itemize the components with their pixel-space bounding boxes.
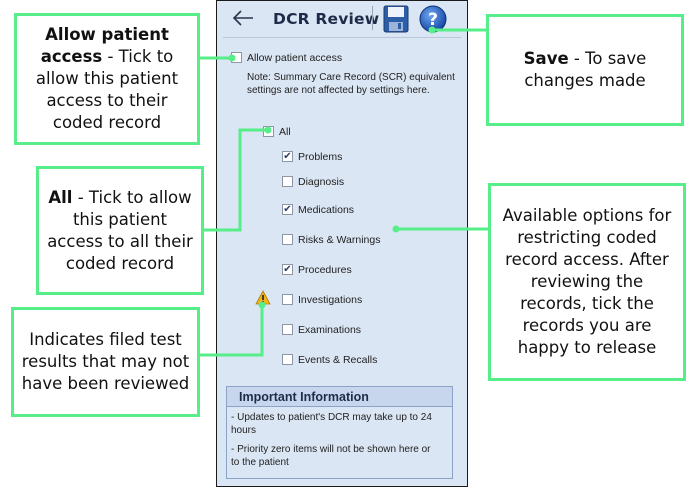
callout-all-bold: All bbox=[48, 187, 73, 207]
callout-available-options: Available options for restricting coded … bbox=[488, 183, 686, 381]
allow-patient-access-label: Allow patient access bbox=[247, 52, 343, 64]
callout-allow-patient-access: Allow patient access - Tick to allow thi… bbox=[14, 13, 200, 145]
problems-checkbox[interactable]: ✔ bbox=[282, 151, 293, 162]
callout-save-text: - To save changes made bbox=[524, 49, 647, 90]
problems-label: Problems bbox=[298, 151, 343, 163]
medications-label: Medications bbox=[298, 204, 355, 216]
info-line-priority: - Priority zero items will not be shown … bbox=[231, 444, 431, 468]
callout-filed-test-results: Indicates filed test results that may no… bbox=[11, 307, 200, 417]
diagnosis-label: Diagnosis bbox=[298, 176, 345, 188]
events-recalls-checkbox[interactable] bbox=[282, 354, 293, 365]
events-recalls-label: Events & Recalls bbox=[298, 354, 378, 366]
risks-warnings-label: Risks & Warnings bbox=[298, 234, 381, 246]
medications-checkbox[interactable]: ✔ bbox=[282, 204, 293, 215]
callout-allow-text: - Tick to allow this patient access to t… bbox=[35, 47, 179, 132]
header-separator bbox=[223, 37, 461, 38]
callout-save-bold: Save bbox=[523, 49, 569, 68]
procedures-label: Procedures bbox=[298, 264, 352, 276]
all-label: All bbox=[279, 126, 291, 138]
svg-text:?: ? bbox=[428, 10, 438, 30]
callout-indicates-text: Indicates filed test results that may no… bbox=[21, 330, 190, 393]
callout-save: Save - To save changes made bbox=[486, 14, 684, 126]
risks-warnings-checkbox[interactable] bbox=[282, 234, 293, 245]
info-line-updates: - Updates to patient's DCR may take up t… bbox=[231, 412, 432, 436]
examinations-checkbox[interactable] bbox=[282, 324, 293, 335]
page-title: DCR Review bbox=[273, 10, 380, 28]
examinations-label: Examinations bbox=[298, 324, 362, 336]
save-disk-icon[interactable] bbox=[383, 5, 409, 33]
diagnosis-checkbox[interactable] bbox=[282, 176, 293, 187]
callout-all-text: - Tick to allow this patient access to a… bbox=[47, 187, 193, 273]
dcr-review-panel: DCR Review ? Allow patient access Note: … bbox=[216, 0, 468, 487]
callout-all: All - Tick to allow this patient access … bbox=[36, 166, 204, 295]
procedures-checkbox[interactable]: ✔ bbox=[282, 264, 293, 275]
callout-available-text: Available options for restricting coded … bbox=[502, 206, 672, 357]
callout-allow-bold: Allow patient access bbox=[40, 25, 169, 66]
header-divider bbox=[372, 6, 373, 30]
important-info-title: Important Information bbox=[227, 387, 452, 407]
back-arrow-icon[interactable] bbox=[231, 8, 255, 28]
important-info-box: Important Information - Updates to patie… bbox=[226, 386, 453, 479]
investigations-label: Investigations bbox=[298, 294, 363, 306]
scr-note: Note: Summary Care Record (SCR) equivale… bbox=[247, 72, 455, 96]
investigations-checkbox[interactable] bbox=[282, 294, 293, 305]
panel-header: DCR Review ? bbox=[217, 1, 467, 35]
